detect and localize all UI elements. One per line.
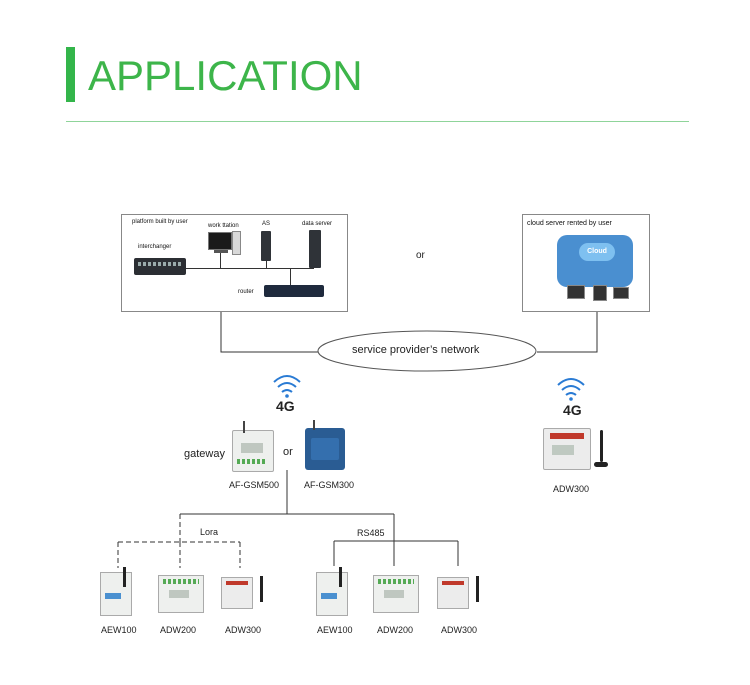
cloud-label: Cloud bbox=[587, 248, 607, 255]
user-platform-box: platform built by user work ttation AS d… bbox=[121, 214, 348, 312]
workstation-monitor bbox=[208, 232, 232, 250]
signal-4g-left: 4G bbox=[276, 398, 295, 414]
antenna-icon bbox=[260, 576, 263, 602]
aew100-label-lora: AEW100 bbox=[101, 625, 137, 635]
as-server bbox=[261, 231, 271, 261]
af-gsm300-device bbox=[305, 420, 345, 470]
lora-label: Lora bbox=[200, 527, 219, 537]
gateway-label: gateway bbox=[184, 448, 225, 460]
adw300-label-lora: ADW300 bbox=[225, 625, 262, 635]
af-gsm300-label: AF-GSM300 bbox=[304, 480, 355, 490]
data-server bbox=[309, 230, 321, 268]
af-gsm500-label: AF-GSM500 bbox=[229, 480, 280, 490]
header-accent-bar bbox=[66, 47, 75, 102]
data-server-label: data server bbox=[302, 221, 333, 227]
rs485-label: RS485 bbox=[357, 528, 385, 538]
workstation-tower bbox=[232, 231, 241, 255]
adw300-device-rs485 bbox=[437, 577, 469, 609]
desktop-icon bbox=[567, 285, 585, 299]
interchanger-device bbox=[134, 258, 186, 275]
aew100-label-rs485: AEW100 bbox=[317, 625, 353, 635]
adw200-label-rs485: ADW200 bbox=[377, 625, 414, 635]
adw300-label-rs485: ADW300 bbox=[441, 625, 478, 635]
interchanger-label: interchanger bbox=[138, 244, 172, 250]
signal-4g-right: 4G bbox=[563, 402, 582, 418]
router-label: router bbox=[238, 289, 254, 295]
or-text-gateway: or bbox=[283, 446, 293, 458]
adw200-device-rs485 bbox=[373, 575, 419, 613]
adw300-label-right: ADW300 bbox=[553, 484, 590, 494]
page-title: APPLICATION bbox=[88, 52, 363, 99]
or-text-top: or bbox=[416, 250, 425, 261]
adw200-device-lora bbox=[158, 575, 204, 613]
antenna-icon bbox=[600, 430, 603, 462]
aew100-device-rs485 bbox=[316, 567, 348, 616]
lan-bus bbox=[186, 268, 314, 269]
router-device bbox=[264, 285, 324, 297]
wifi-icon bbox=[557, 378, 585, 396]
service-provider-network-label: service provider’s network bbox=[352, 344, 480, 356]
laptop-icon bbox=[613, 287, 629, 299]
antenna-icon bbox=[476, 576, 479, 602]
server-icon bbox=[593, 285, 607, 301]
header-divider bbox=[66, 121, 689, 122]
workstation-label: work ttation bbox=[208, 223, 239, 229]
as-label: AS bbox=[262, 221, 271, 227]
af-gsm500-device bbox=[232, 421, 274, 472]
wifi-icon bbox=[273, 375, 301, 393]
platform-label: platform built by user bbox=[132, 219, 188, 225]
adw300-device-right bbox=[543, 428, 591, 470]
cloud-server-box: cloud server rented by user Cloud bbox=[522, 214, 650, 312]
adw300-device-lora bbox=[221, 577, 253, 609]
keyboard bbox=[214, 250, 228, 253]
adw200-label-lora: ADW200 bbox=[160, 625, 197, 635]
cloud-box-title: cloud server rented by user bbox=[527, 220, 612, 227]
cloud-icon: Cloud bbox=[579, 243, 615, 261]
aew100-device-lora bbox=[100, 567, 132, 616]
